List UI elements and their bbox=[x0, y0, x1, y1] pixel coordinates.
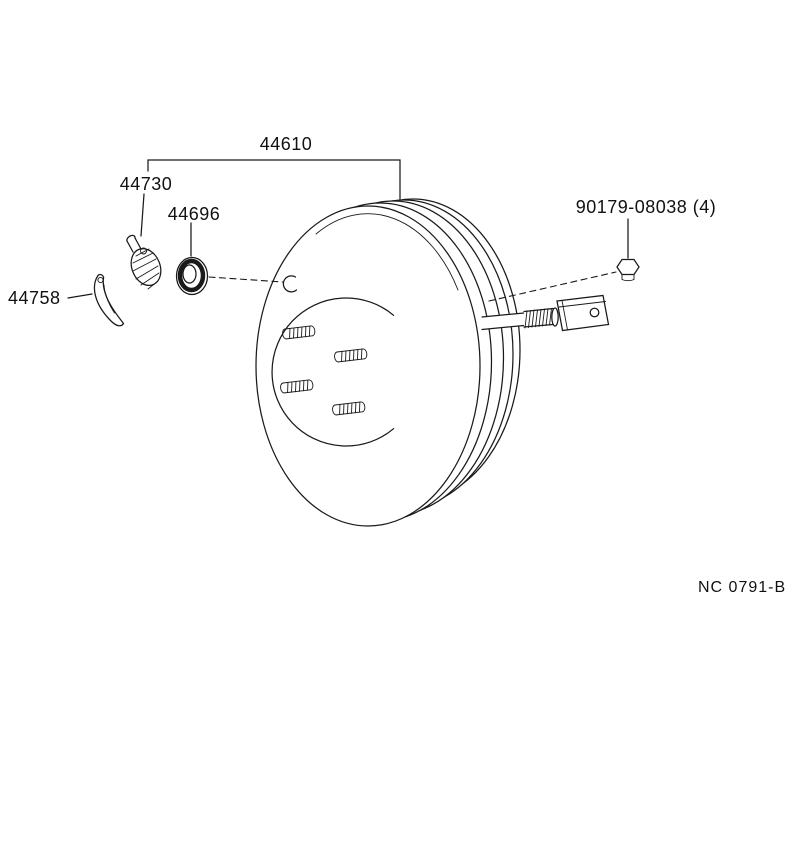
check-valve-leader bbox=[140, 193, 145, 237]
drawing-code: NC 0791-B bbox=[698, 579, 786, 596]
booster-body bbox=[255, 198, 521, 527]
grommet-part bbox=[175, 256, 209, 296]
mounting-circle-arc bbox=[271, 297, 395, 447]
dashed-line-nut-to-booster bbox=[488, 271, 617, 302]
clip-inner-curve bbox=[103, 284, 115, 314]
check-valve-cap bbox=[126, 234, 136, 242]
clip-part bbox=[93, 273, 125, 327]
clevis-yoke-edges bbox=[558, 299, 606, 331]
front-rim-inner-arc bbox=[315, 213, 459, 291]
grommet-bore bbox=[182, 264, 197, 284]
check-valve-part bbox=[126, 234, 162, 290]
nut-part bbox=[616, 258, 640, 282]
grommet-ring bbox=[177, 258, 206, 293]
check-valve-hatching bbox=[132, 248, 160, 290]
thread-mask bbox=[524, 308, 553, 328]
nut-flange bbox=[621, 274, 635, 282]
grommet-outer bbox=[175, 256, 209, 296]
push-rod-assembly bbox=[481, 294, 610, 332]
grommet-label: 44696 bbox=[168, 204, 221, 224]
rod-collar bbox=[551, 307, 559, 327]
booster-leader-bracket bbox=[147, 159, 401, 200]
clevis-hole bbox=[589, 307, 600, 318]
thread-hatching bbox=[524, 307, 552, 329]
booster-front-details bbox=[271, 275, 395, 447]
vacuum-hose-hole bbox=[282, 275, 298, 293]
clevis-yoke bbox=[556, 294, 610, 332]
check-valve-nipple bbox=[126, 237, 142, 253]
clip-leader bbox=[67, 293, 93, 299]
booster-label: 44610 bbox=[260, 134, 313, 154]
nut-label: 90179-08038 (4) bbox=[576, 197, 717, 217]
push-rod-mask bbox=[482, 312, 524, 330]
clip-label: 44758 bbox=[8, 288, 61, 308]
dashed-line-grommet-to-booster bbox=[208, 276, 284, 283]
check-valve-label: 44730 bbox=[120, 174, 173, 194]
clip-outline bbox=[93, 273, 125, 327]
push-rod bbox=[481, 312, 525, 331]
nut-hex bbox=[616, 258, 640, 276]
booster-front-face bbox=[255, 205, 481, 527]
clip-hole bbox=[97, 276, 104, 284]
